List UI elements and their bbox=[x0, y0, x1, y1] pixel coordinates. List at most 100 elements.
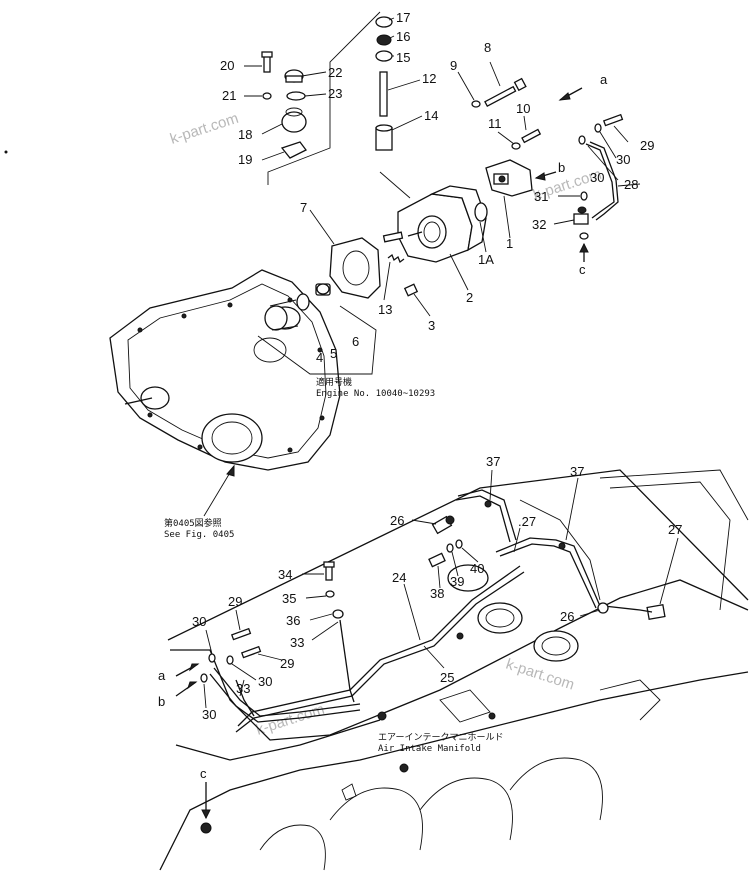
callout-27: .27 bbox=[518, 514, 536, 529]
washer-40 bbox=[455, 539, 463, 549]
callout-24: 24 bbox=[392, 570, 406, 585]
washer-30 bbox=[226, 655, 234, 665]
callout-17: 17 bbox=[396, 10, 410, 25]
group-bracket-top bbox=[267, 11, 381, 185]
group-bracket-gears bbox=[257, 305, 377, 375]
leader-lines-upper bbox=[203, 17, 629, 517]
connector-a-arrow bbox=[175, 663, 200, 677]
fitting-32 bbox=[573, 206, 589, 225]
clamp-33 bbox=[339, 619, 355, 703]
bolt-29 bbox=[240, 645, 262, 659]
connector-label-c: c bbox=[200, 766, 207, 781]
clamp-37 bbox=[484, 500, 492, 508]
callout-33: 33 bbox=[236, 681, 250, 696]
callout-22: 22 bbox=[328, 65, 342, 80]
manifold-note-ja: エアーインテークマニホールド bbox=[378, 732, 503, 743]
callout-7: 7 bbox=[300, 200, 307, 215]
bolt-20 bbox=[261, 51, 273, 73]
serial-note-ja: 適用号機 bbox=[316, 376, 352, 388]
callout-10: 10 bbox=[516, 101, 530, 116]
callout-15: 15 bbox=[396, 50, 410, 65]
callout-12: 12 bbox=[422, 71, 436, 86]
leader-lines-lower bbox=[203, 469, 679, 709]
bolt-38 bbox=[428, 552, 446, 568]
watermark: k-part.com bbox=[168, 110, 241, 148]
callout-20: 20 bbox=[220, 58, 234, 73]
plug-3 bbox=[403, 283, 419, 297]
washer-30 bbox=[578, 135, 586, 145]
bushing-6 bbox=[315, 283, 331, 296]
callout-30: 30 bbox=[258, 674, 272, 689]
callout-29: 29 bbox=[228, 594, 242, 609]
callout-39: 39 bbox=[450, 574, 464, 589]
o-ring-23 bbox=[286, 91, 306, 101]
bolt-8 bbox=[484, 77, 527, 108]
see-fig-note-ja: 第0405図参照 bbox=[164, 517, 222, 529]
rod-12 bbox=[379, 71, 388, 117]
callout-13: 13 bbox=[378, 302, 392, 317]
callout-30: 30 bbox=[616, 152, 630, 167]
washer-31 bbox=[580, 191, 588, 201]
callout-26: 26 bbox=[560, 609, 574, 624]
gasket-7 bbox=[329, 237, 381, 299]
callout-28: 28 bbox=[624, 177, 638, 192]
connector-b-arrow bbox=[175, 681, 198, 697]
callout-27: 27 bbox=[668, 522, 682, 537]
connector-a-arrow bbox=[558, 87, 583, 101]
bolt-10 bbox=[521, 128, 542, 144]
bolt-34 bbox=[323, 561, 335, 581]
callout-6: 6 bbox=[352, 334, 359, 349]
callout-38: 38 bbox=[430, 586, 444, 601]
group-bracket-pump bbox=[379, 171, 411, 199]
callout-37: 37 bbox=[486, 454, 500, 469]
o-ring-1a bbox=[474, 202, 488, 222]
callout-37: 37 bbox=[570, 464, 584, 479]
plunger-14 bbox=[375, 124, 393, 151]
connector-label-b: b bbox=[158, 694, 165, 709]
callout-32: 32 bbox=[532, 217, 546, 232]
washer-35 bbox=[325, 590, 335, 598]
callout-34: 34 bbox=[278, 567, 292, 582]
gasket-19 bbox=[280, 141, 307, 159]
oil-pipe-24 bbox=[235, 565, 525, 733]
washer-11 bbox=[511, 142, 521, 150]
callout-1a: 1A bbox=[478, 252, 494, 267]
connector-b-arrow bbox=[534, 171, 557, 181]
callout-36: 36 bbox=[286, 613, 300, 628]
scan-speck bbox=[4, 150, 8, 154]
oil-pipe-27 bbox=[455, 489, 653, 613]
bolt-29 bbox=[230, 627, 252, 641]
bolt-29 bbox=[602, 113, 624, 127]
washer-21 bbox=[262, 92, 272, 100]
callout-2: 2 bbox=[466, 290, 473, 305]
callout-29: 29 bbox=[640, 138, 654, 153]
callout-4: 4 bbox=[316, 350, 323, 365]
washer-30 bbox=[579, 232, 589, 240]
clamp-37 bbox=[558, 542, 566, 550]
callout-33: 33 bbox=[290, 635, 304, 650]
callout-11: 11 bbox=[488, 116, 502, 131]
serial-note-en: Engine No. 10040~10293 bbox=[316, 389, 435, 399]
manifold-note-en: Air Intake Manifold bbox=[378, 744, 481, 754]
housing-18 bbox=[281, 107, 307, 133]
washer-9 bbox=[471, 100, 481, 108]
callout-30: 30 bbox=[590, 170, 604, 185]
spring-13 bbox=[387, 253, 405, 264]
nut-16 bbox=[376, 34, 392, 46]
see-fig-note-en: See Fig. 0405 bbox=[164, 530, 234, 540]
callout-8: 8 bbox=[484, 40, 491, 55]
clamp-33 bbox=[235, 679, 255, 717]
callout-29: 29 bbox=[280, 656, 294, 671]
watermark: k-part.com bbox=[254, 701, 327, 739]
connector-c-arrow bbox=[579, 242, 589, 262]
fitting-26 bbox=[597, 602, 609, 614]
pump-shaft bbox=[382, 231, 404, 243]
valve-body-1 bbox=[485, 159, 533, 197]
callout-23: 23 bbox=[328, 86, 342, 101]
connector-c-arrow bbox=[201, 782, 211, 820]
callout-18: 18 bbox=[238, 127, 252, 142]
callout-16: 16 bbox=[396, 29, 410, 44]
oil-pipe-25 bbox=[209, 667, 361, 723]
callout-21: 21 bbox=[222, 88, 236, 103]
